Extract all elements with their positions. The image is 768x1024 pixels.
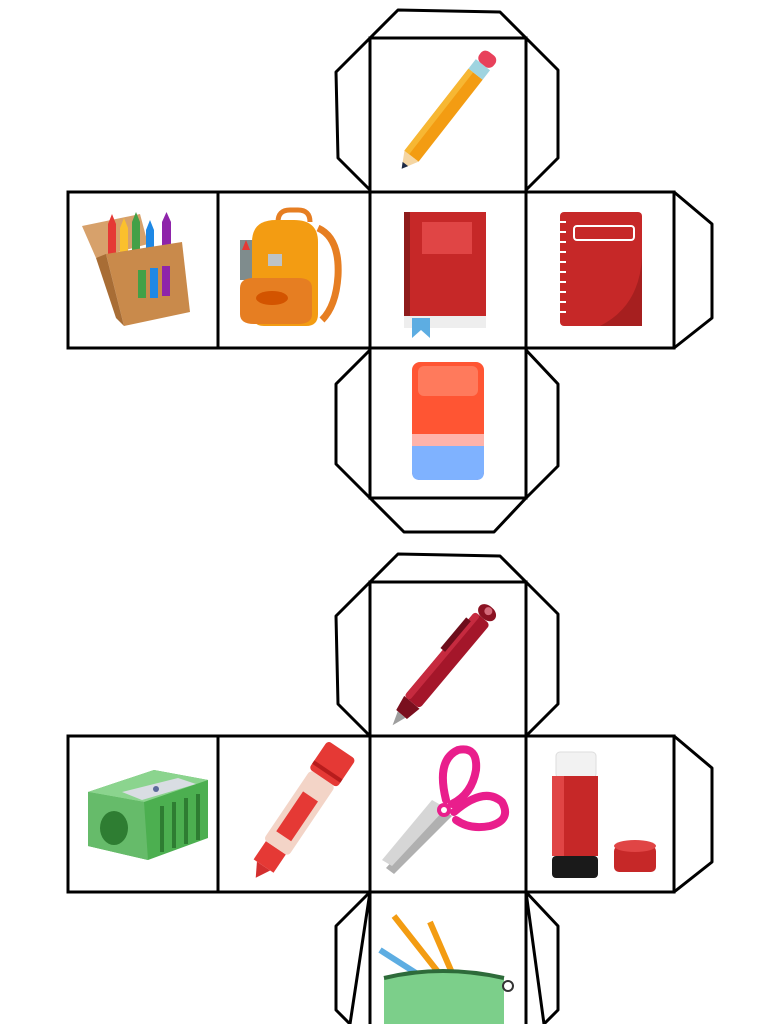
glue-tab <box>524 580 560 738</box>
glue-tab <box>334 348 372 500</box>
pencil-sharpener-icon <box>88 770 208 860</box>
glue-tab <box>524 36 560 192</box>
glue-tab <box>368 8 528 40</box>
face-bottom <box>368 890 528 1024</box>
pencil-icon <box>401 50 497 169</box>
glue-tab <box>524 890 560 1024</box>
glue-tab <box>524 348 560 500</box>
glue-tab <box>672 190 714 350</box>
spiral-notebook-icon <box>556 212 642 326</box>
cube-net-2 <box>66 552 714 1024</box>
glue-tab <box>334 580 372 738</box>
pencil-case-icon <box>378 914 514 1024</box>
glue-tab <box>334 890 372 1024</box>
glue-tab <box>368 552 528 584</box>
cube-net-1 <box>66 8 714 534</box>
backpack-icon <box>240 207 342 326</box>
glue-tab <box>368 496 528 534</box>
red-book-icon <box>404 212 486 338</box>
marker-icon <box>253 742 355 878</box>
crayon-box-icon <box>82 212 190 326</box>
glue-stick-icon <box>552 751 656 878</box>
eraser-icon <box>412 362 484 480</box>
face-right <box>524 734 676 894</box>
glue-tab <box>334 36 372 192</box>
pen-icon <box>392 604 497 726</box>
scissors-icon <box>382 745 509 874</box>
glue-tab <box>672 734 714 894</box>
